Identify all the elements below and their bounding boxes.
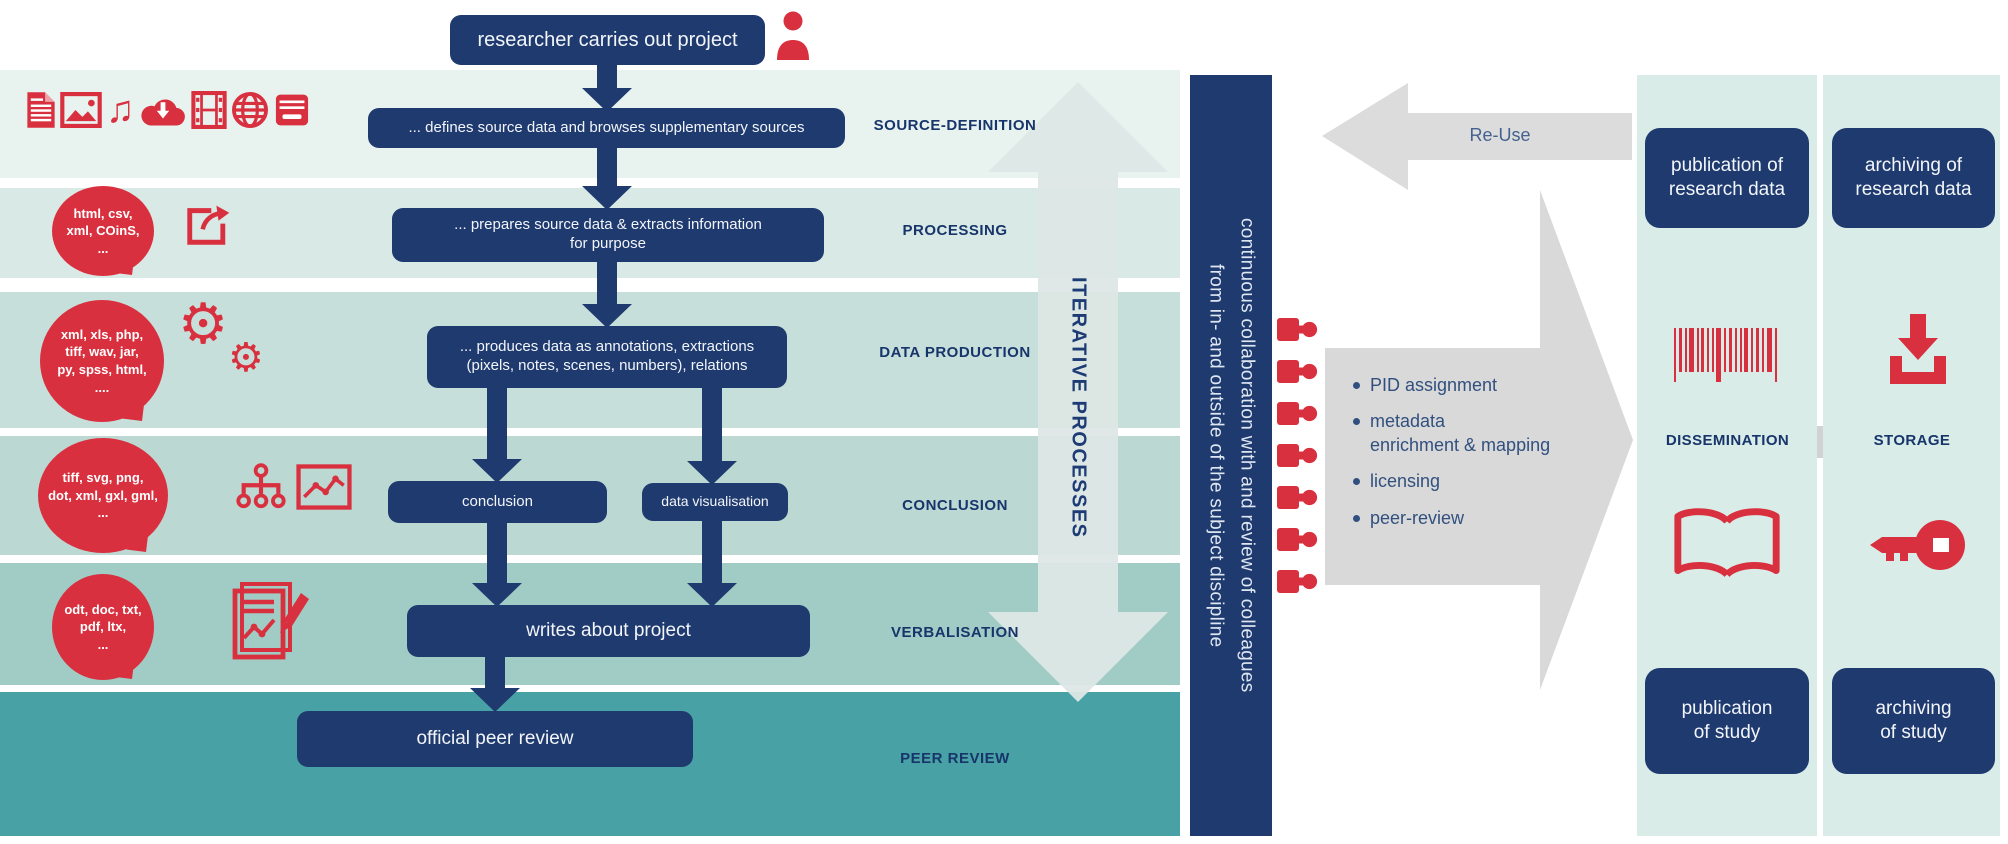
- publication-study-box: publication of study: [1645, 668, 1809, 774]
- flow-arrow: [687, 521, 737, 607]
- colleague-icon: [1277, 486, 1318, 509]
- processing-formats-bubble: html, csv, xml, COinS, ...: [52, 186, 154, 276]
- flow-arrow: [470, 657, 520, 712]
- verbalisation-formats-bubble: odt, doc, txt, pdf, ltx, ...: [52, 574, 154, 680]
- line-chart-icon: [296, 464, 352, 510]
- storage-label: STORAGE: [1873, 432, 1951, 449]
- colleague-icon: [1277, 528, 1318, 551]
- cloud-download-icon: [140, 99, 185, 126]
- writes-box: writes about project: [407, 605, 810, 657]
- collaboration-bar-line1: continuous collaboration with and review…: [1236, 218, 1258, 693]
- data-visualisation-box: data visualisation: [642, 483, 788, 521]
- produces-box: ... produces data as annotations, extrac…: [427, 326, 787, 388]
- stage-label-conclusion: CONCLUSION: [902, 497, 1008, 514]
- conclusion-box: conclusion: [388, 481, 607, 523]
- share-icon: [187, 205, 230, 245]
- barcode-icon: [1674, 328, 1777, 382]
- defines-box: ... defines source data and browses supp…: [368, 108, 845, 148]
- flow-arrow: [472, 523, 522, 607]
- image-icon: [60, 92, 102, 128]
- stage-label-source-definition: SOURCE-DEFINITION: [873, 117, 1037, 134]
- prepares-box: ... prepares source data & extracts info…: [392, 208, 824, 262]
- stage-label-peer-review: PEER REVIEW: [900, 750, 1010, 767]
- music-icon: ♫: [106, 89, 135, 131]
- colleague-icon: [1277, 360, 1318, 383]
- collaboration-bar-line2: from in- and outside of the subject disc…: [1205, 263, 1227, 648]
- gear-small-icon: ⚙: [228, 336, 264, 380]
- curation-item: peer-review: [1350, 507, 1612, 530]
- archiving-research-data-box: archiving of research data: [1832, 128, 1995, 228]
- globe-icon: [231, 92, 268, 128]
- report-pencil-icon: [232, 582, 309, 660]
- curation-item: metadata enrichment & mapping: [1350, 410, 1612, 457]
- data-production-formats-bubble: xml, xls, php, tiff, wav, jar, py, spss,…: [40, 300, 164, 422]
- curation-list: PID assignment metadata enrichment & map…: [1350, 374, 1612, 543]
- stage-label-verbalisation: VERBALISATION: [891, 624, 1019, 641]
- gear-icon: ⚙: [178, 292, 229, 355]
- iterative-processes-label: ITERATIVE PROCESSES: [1067, 276, 1090, 539]
- conclusion-formats-bubble: tiff, svg, png, dot, xml, gxl, gml, ...: [38, 438, 168, 553]
- collaboration-bar: continuous collaboration with and review…: [1190, 75, 1272, 836]
- archiving-study-box: archiving of study: [1832, 668, 1995, 774]
- reuse-label: Re-Use: [1469, 125, 1531, 145]
- flow-arrow: [472, 388, 522, 483]
- stage-label-data-production: DATA PRODUCTION: [879, 344, 1031, 361]
- publication-research-data-box: publication of research data: [1645, 128, 1809, 228]
- flow-arrow: [582, 148, 632, 210]
- flow-arrow: [687, 388, 737, 485]
- colleague-icon: [1277, 444, 1318, 467]
- flow-arrow: [582, 62, 632, 112]
- researcher-person-icon: [777, 11, 809, 60]
- curation-item: licensing: [1350, 470, 1612, 493]
- curation-item: PID assignment: [1350, 374, 1612, 397]
- official-peer-review-box: official peer review: [297, 711, 693, 767]
- download-storage-icon: [1890, 314, 1946, 384]
- colleague-icon: [1277, 402, 1318, 425]
- source-icons-row: ♫: [26, 90, 311, 130]
- colleague-icon: [1277, 570, 1318, 593]
- dissemination-label: DISSEMINATION: [1665, 432, 1790, 449]
- document-icon: [27, 92, 55, 128]
- hierarchy-icon: [236, 463, 286, 509]
- archive-icon: [275, 94, 308, 126]
- colleague-icon: [1277, 318, 1318, 341]
- researcher-box: researcher carries out project: [450, 15, 765, 65]
- flow-arrow: [582, 262, 632, 328]
- stage-label-processing: PROCESSING: [902, 222, 1008, 239]
- film-icon: [190, 91, 227, 129]
- open-book-icon: [1674, 508, 1780, 578]
- key-icon: [1870, 520, 1965, 570]
